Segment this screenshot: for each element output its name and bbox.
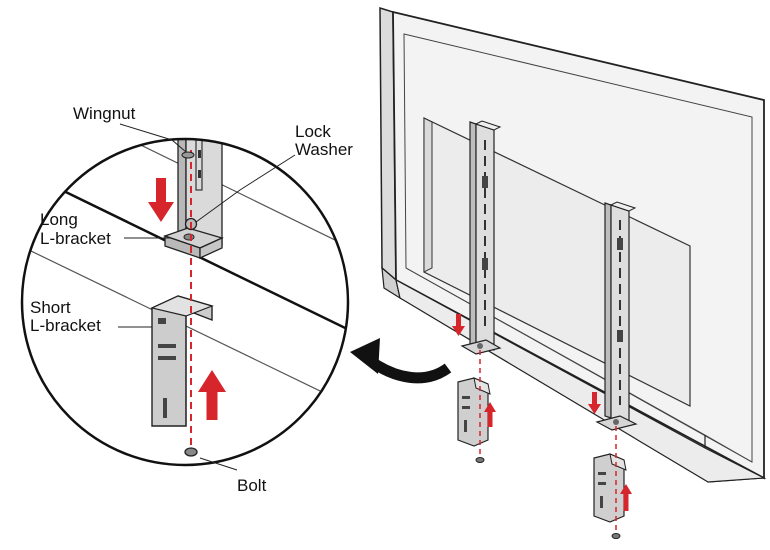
bolt-small-right xyxy=(611,533,621,539)
red-up-arrow-small-left xyxy=(484,402,496,427)
long-l-bracket-rail-right xyxy=(595,415,638,431)
label-lock-washer-1: Lock xyxy=(295,122,331,141)
label-short-bracket-1: Short xyxy=(30,298,71,317)
magnify-pointer-arrow xyxy=(350,338,452,384)
red-down-arrow-small-right xyxy=(588,392,601,414)
label-short-bracket-2: L-bracket xyxy=(30,316,101,335)
label-lock-washer-2: Washer xyxy=(295,140,353,159)
short-l-bracket-small-right xyxy=(593,453,627,523)
bolt-small-left xyxy=(475,457,485,463)
label-wingnut: Wingnut xyxy=(73,104,136,123)
leader-lines xyxy=(118,123,296,471)
red-up-arrow-small-right xyxy=(620,484,632,511)
vertical-rail-left xyxy=(469,120,502,351)
long-l-bracket-rail-left xyxy=(460,339,502,355)
label-long-bracket-2: L-bracket xyxy=(40,229,111,248)
tv-back-panel xyxy=(379,6,767,483)
label-long-bracket-1: Long xyxy=(40,210,78,229)
label-bolt: Bolt xyxy=(237,476,267,495)
red-down-arrow-small-left xyxy=(452,314,465,336)
magnified-detail-circle xyxy=(20,137,350,467)
wingnut-icon xyxy=(181,151,195,159)
vertical-rail-right xyxy=(604,201,637,425)
